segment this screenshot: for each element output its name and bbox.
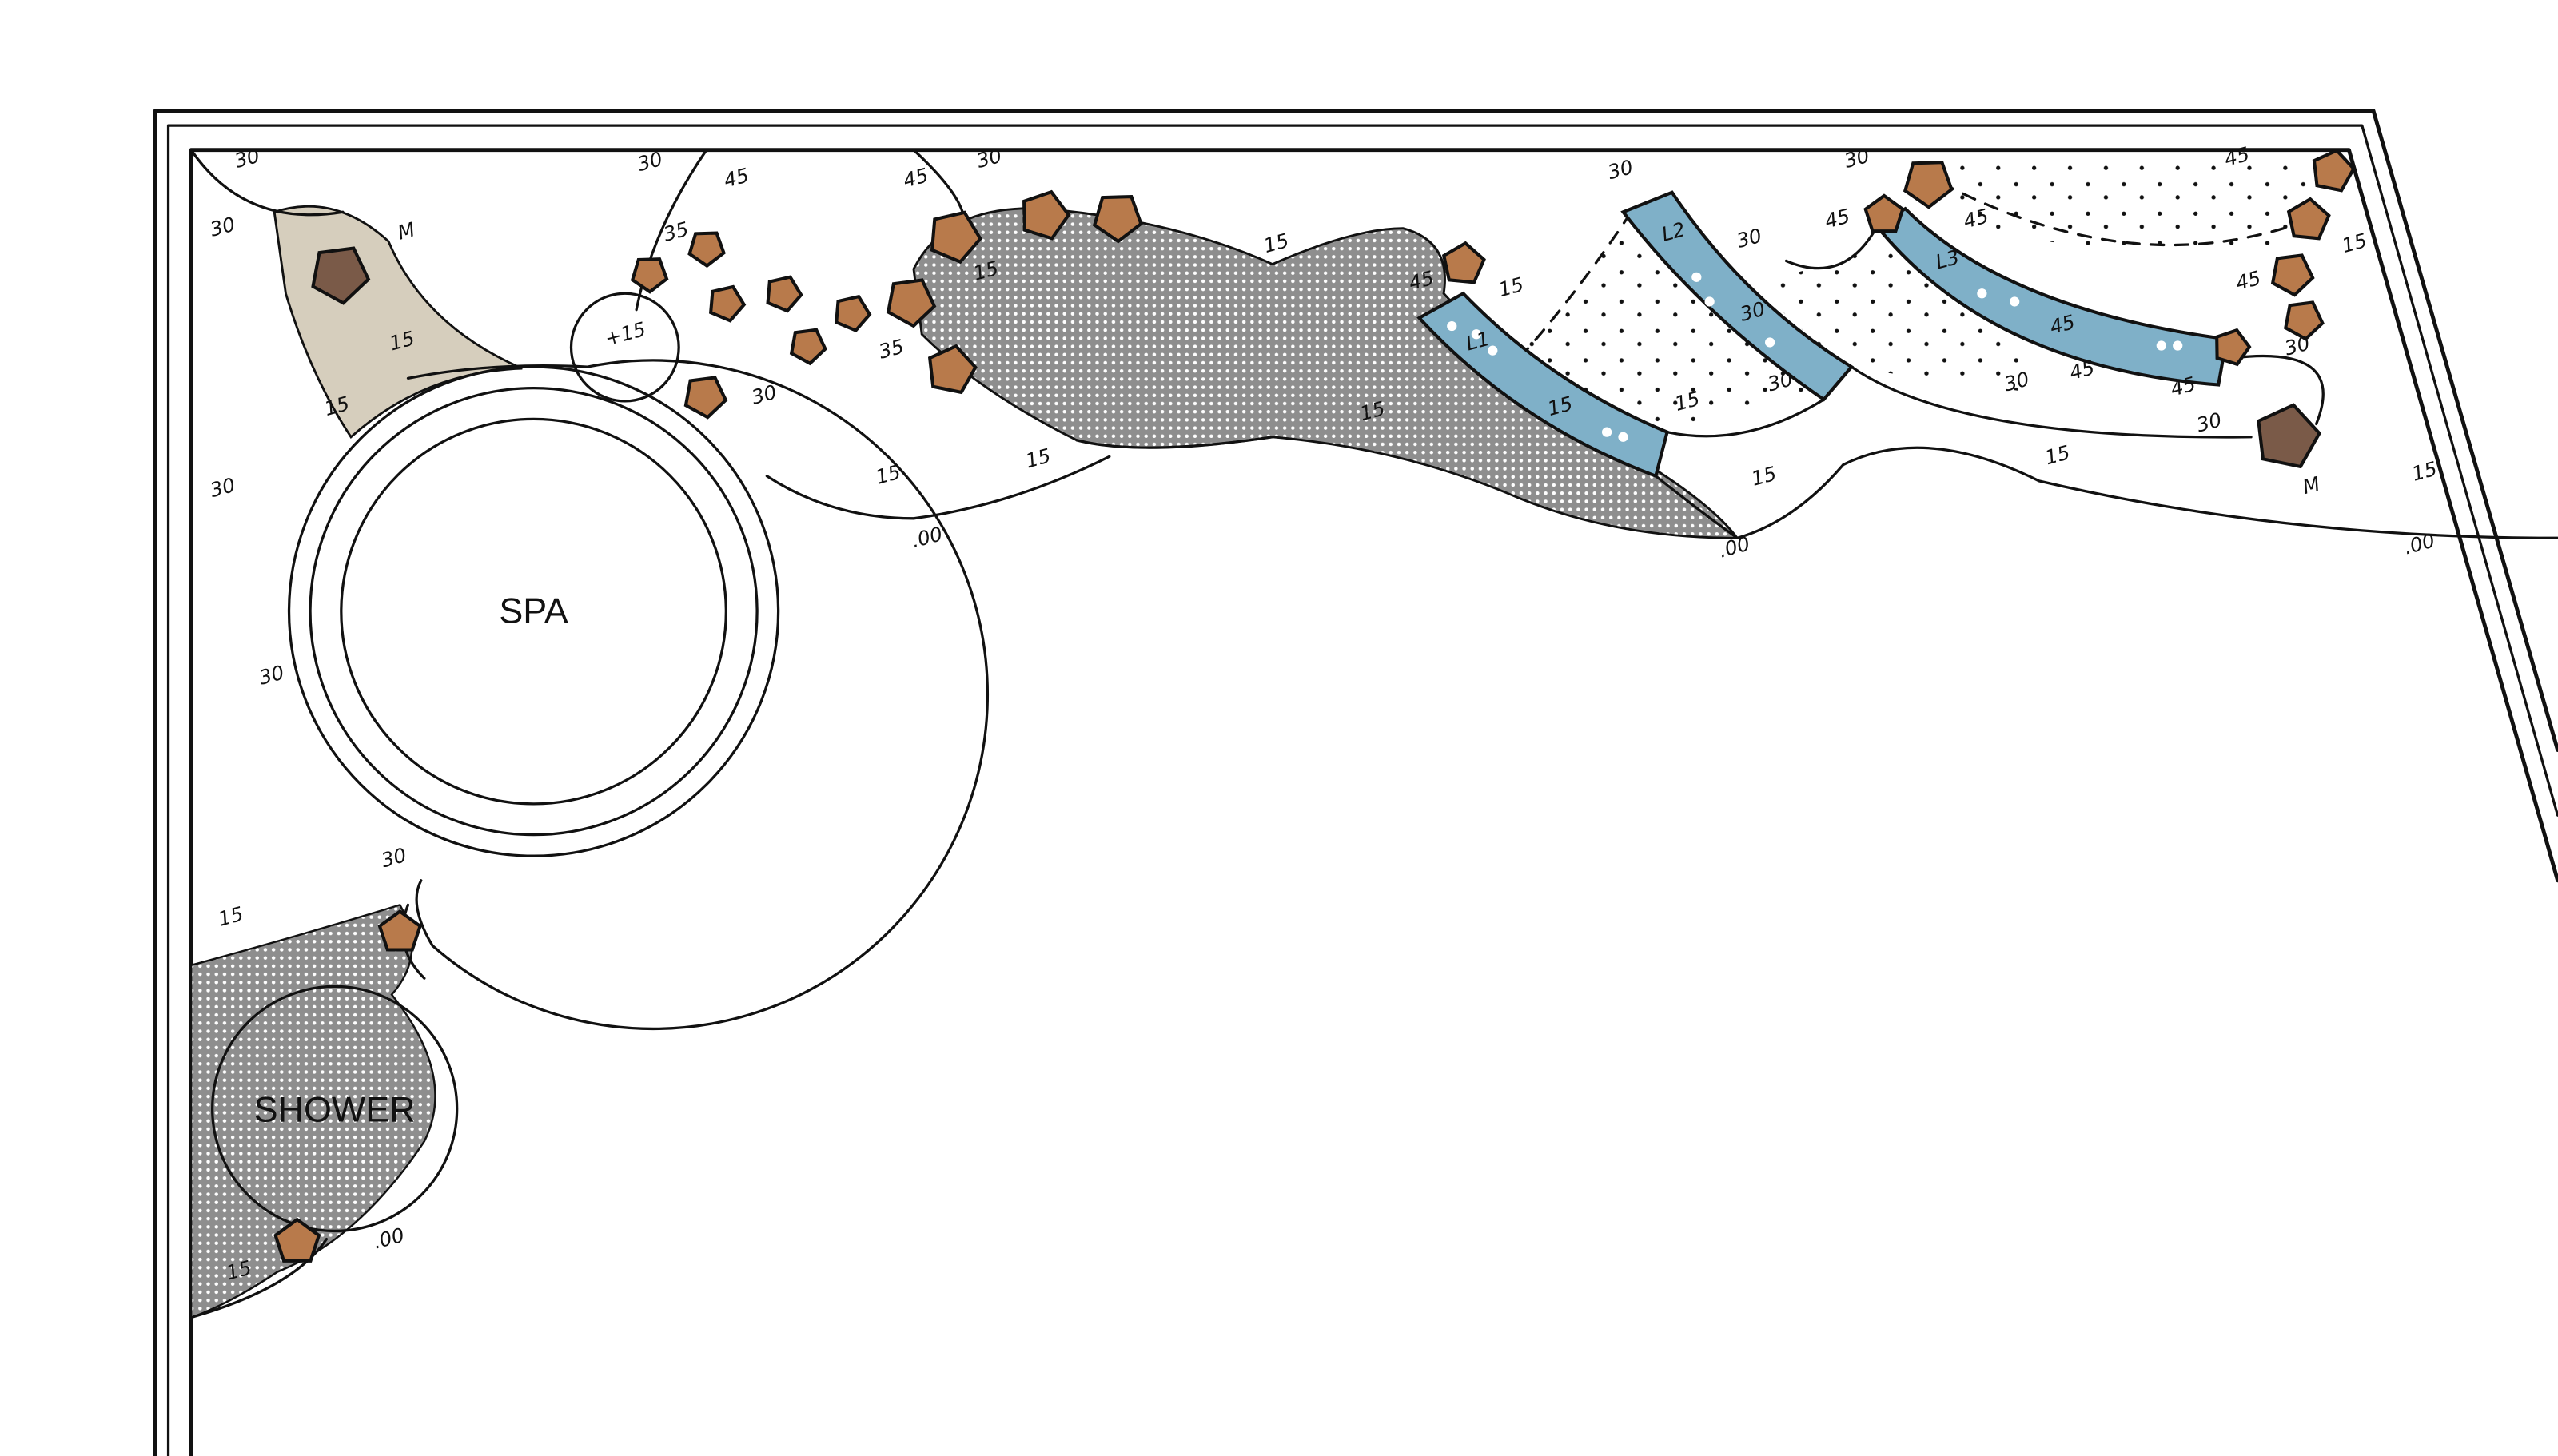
elevation-label: 30 [2194,408,2225,436]
dotted-planting-area-1 [1500,212,1811,432]
stone-icon [2270,253,2315,297]
elevation-label: +15 [602,317,647,350]
stone-icon [630,257,669,294]
elevation-label: 30 [208,473,238,502]
stone-icon [2284,300,2325,341]
property-boundary [153,109,2558,1456]
elevation-label: .00 [371,1223,407,1254]
elevation-label: 15 [1749,462,1779,491]
elevation-label: 15 [2042,440,2073,469]
elevation-label: 30 [257,661,287,690]
elevation-label: 15 [2409,457,2440,486]
water-lights [1447,272,2183,442]
elevation-label: 35 [661,217,691,246]
elevation-label: 15 [873,460,903,489]
stone-icon [1903,161,1954,209]
stone-icon [2215,328,2252,367]
stone-icon [1092,194,1143,244]
elevation-label: 15 [1496,273,1527,301]
elevation-label: M [395,217,417,244]
elevation-label: 15 [2339,229,2369,257]
stone-icon [1022,189,1071,241]
elevation-label: 45 [2233,266,2264,295]
spa-label: SPA [499,590,568,631]
stones [273,148,2356,1263]
elevation-label: 45 [1823,204,1853,233]
stone-icon [930,210,982,265]
stone-icon [2286,197,2331,241]
small-planter [569,292,680,403]
stone-icon [708,284,747,323]
elevation-label: 30 [379,843,409,872]
stone-icon [1863,193,1905,233]
shower[interactable]: SHOWER [211,985,459,1233]
stone-icon [377,909,422,952]
sand-bed [273,205,523,439]
dotted-planting-area-2 [1753,245,2039,392]
elevation-label: L1 [1464,327,1492,356]
elevation-label: 15 [216,902,246,931]
elevation-label: 30 [208,213,238,241]
elevation-label: 45 [721,163,751,192]
stone-icon [886,278,937,328]
stone-icon [311,246,371,305]
elevation-label: L3 [1933,245,1962,274]
stone-icon [683,376,728,420]
elevation-label: L2 [1660,217,1688,246]
stone-icon [835,294,872,333]
elevation-label: .00 [909,522,945,552]
dotted-planting-area-3 [1941,159,2317,250]
elevation-label: 15 [1023,444,1054,472]
spa[interactable]: SPA [287,359,989,1031]
stone-icon [766,275,803,313]
elevation-label: 30 [1734,224,1764,253]
stone-icon [927,344,978,395]
stone-icon [2312,148,2356,193]
stone-icon [273,1217,321,1263]
water-strip-l3 [1873,206,2229,387]
elevation-label: 30 [1605,155,1636,184]
elevation-label: 15 [1261,229,1292,257]
stone-icon [687,231,726,269]
shower-label: SHOWER [254,1089,416,1130]
stone-icon [789,328,827,366]
elevation-label: 45 [901,163,931,192]
stone-icon [1441,241,1486,284]
elevation-label: 35 [876,335,906,364]
water-strip-l2 [1620,190,1855,402]
shower-gravel [189,903,436,1319]
stone-icon [2257,403,2322,469]
elevation-label: M [2300,472,2322,499]
